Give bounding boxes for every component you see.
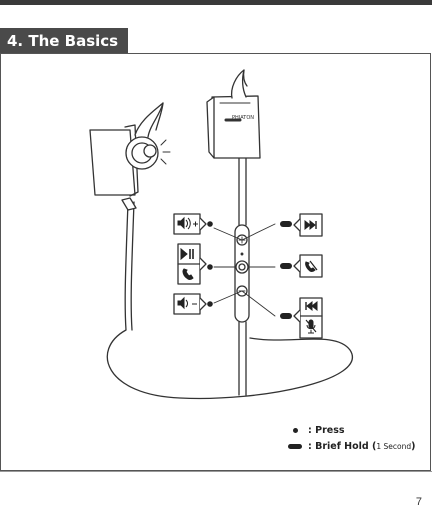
hold-dash-reject: [280, 263, 292, 269]
hold-label-close: ): [411, 441, 415, 452]
legend-press: : Press: [286, 422, 415, 438]
hold-label: : Brief Hold (: [308, 441, 376, 452]
hold-symbol: [286, 444, 304, 449]
hold-dash-previous: [280, 313, 292, 319]
legend-hold: : Brief Hold (1 Second): [286, 438, 415, 454]
hold-duration: 1 Second: [376, 442, 411, 451]
press-dot-play-pause: [207, 264, 213, 270]
page-number: 7: [416, 496, 422, 508]
right-earbud: [207, 70, 260, 158]
press-dot-volume-down: [207, 301, 213, 307]
press-label: : Press: [308, 425, 345, 436]
legend: : Press : Brief Hold (1 Second): [286, 422, 415, 454]
brand-label: PHIATON: [232, 115, 254, 121]
press-dot-volume-up: [207, 221, 213, 227]
left-earbud: [90, 103, 170, 210]
press-symbol: [286, 428, 304, 433]
reject-call-box: [300, 255, 322, 277]
hold-dash-next: [280, 221, 292, 227]
